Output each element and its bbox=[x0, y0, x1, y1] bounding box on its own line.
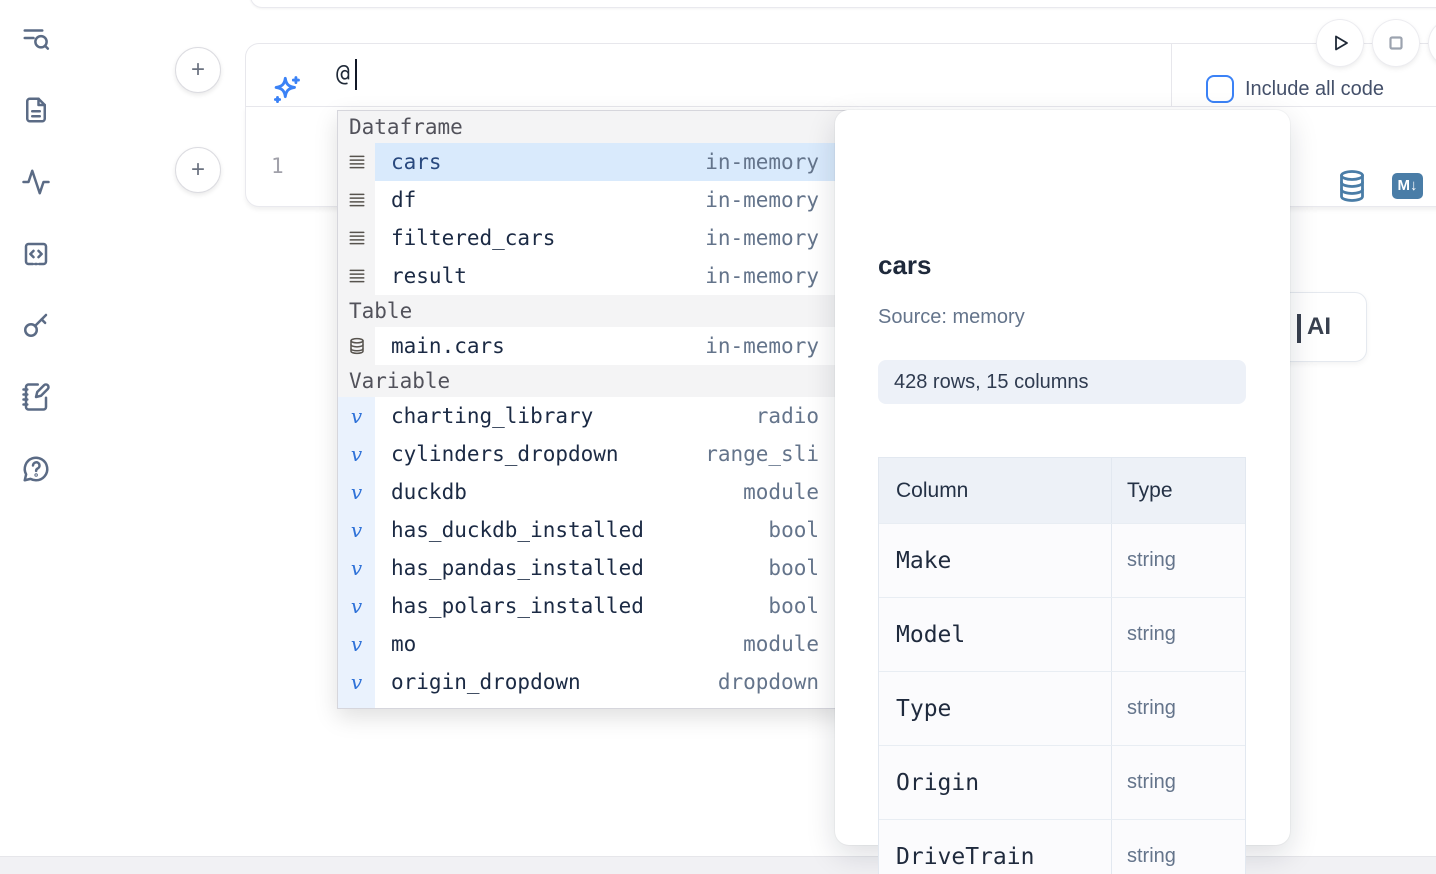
dataframe-rows-icon bbox=[338, 257, 375, 295]
play-icon bbox=[1335, 35, 1348, 51]
stop-icon bbox=[1389, 36, 1403, 50]
text-caret bbox=[355, 59, 357, 90]
sparkles-icon bbox=[273, 76, 300, 104]
autocomplete-item-mo[interactable]: v mo module bbox=[338, 625, 846, 663]
autocomplete-item-origin-dropdown[interactable]: v origin_dropdown dropdown bbox=[338, 663, 846, 701]
sidebar-item-secrets[interactable] bbox=[20, 309, 52, 341]
autocomplete-item-result[interactable]: result in-memory bbox=[338, 257, 846, 295]
autocomplete-item-filtered-cars[interactable]: filtered_cars in-memory bbox=[338, 219, 846, 257]
variable-icon: v bbox=[338, 549, 375, 587]
schema-row-origin: Origin string bbox=[879, 746, 1245, 820]
schema-row-type: Type string bbox=[879, 672, 1245, 746]
dataframe-preview-popup: cars Source: memory 428 rows, 15 columns… bbox=[835, 110, 1290, 874]
code-snippets-icon bbox=[24, 242, 48, 266]
autocomplete-item-has-polars-installed[interactable]: v has_polars_installed bool bbox=[338, 587, 846, 625]
variable-icon: v bbox=[338, 435, 375, 473]
run-cell-button[interactable] bbox=[1317, 20, 1363, 66]
schema-row-drivetrain: DriveTrain string bbox=[879, 820, 1245, 874]
preview-source: Source: memory bbox=[878, 306, 1025, 328]
variable-icon: v bbox=[338, 701, 375, 708]
help-icon bbox=[23, 456, 49, 482]
convert-to-sql-button[interactable] bbox=[1338, 169, 1366, 203]
autocomplete-item-clipped[interactable]: v pd module bbox=[338, 701, 846, 708]
variable-icon: v bbox=[338, 663, 375, 701]
sidebar-item-snippets[interactable] bbox=[20, 238, 52, 270]
preview-title: cars bbox=[878, 250, 932, 280]
sidebar-item-activity[interactable] bbox=[20, 166, 52, 198]
autocomplete-item-main-cars[interactable]: main.cars in-memory bbox=[338, 327, 846, 365]
include-all-code-checkbox[interactable] bbox=[1206, 75, 1234, 103]
section-header-table: Table bbox=[338, 295, 846, 327]
variable-icon: v bbox=[338, 473, 375, 511]
autocomplete-item-cylinders-dropdown[interactable]: v cylinders_dropdown range_sli bbox=[338, 435, 846, 473]
key-icon bbox=[24, 313, 48, 337]
file-text-icon bbox=[26, 97, 46, 123]
sidebar-item-outline-search[interactable] bbox=[20, 22, 52, 54]
stop-button[interactable] bbox=[1373, 20, 1419, 66]
section-header-variable: Variable bbox=[338, 365, 846, 397]
autocomplete-item-cars[interactable]: cars in-memory bbox=[338, 143, 846, 181]
variable-icon: v bbox=[338, 587, 375, 625]
add-cell-above-button[interactable]: + bbox=[175, 47, 221, 93]
schema-table: Column Type Make string Model string Typ… bbox=[878, 457, 1246, 874]
preview-shape-badge: 428 rows, 15 columns bbox=[878, 360, 1246, 404]
dataframe-rows-icon bbox=[338, 143, 375, 181]
add-cell-below-button[interactable]: + bbox=[175, 147, 221, 193]
sidebar-item-files[interactable] bbox=[20, 94, 52, 126]
schema-row-model: Model string bbox=[879, 598, 1245, 672]
sidebar-item-help[interactable] bbox=[20, 453, 52, 485]
schema-row-make: Make string bbox=[879, 524, 1245, 598]
section-header-dataframe: Dataframe bbox=[338, 111, 846, 143]
variable-icon: v bbox=[338, 397, 375, 435]
toc-search-icon bbox=[23, 29, 50, 50]
extra-control-button[interactable] bbox=[1429, 20, 1436, 66]
clipped-letter-fragment bbox=[1297, 314, 1301, 343]
line-number: 1 bbox=[271, 154, 284, 178]
autocomplete-item-charting-library[interactable]: v charting_library radio bbox=[338, 397, 846, 435]
database-icon bbox=[1340, 170, 1364, 202]
scratchpad-icon bbox=[22, 383, 50, 411]
schema-table-header: Column Type bbox=[879, 458, 1245, 524]
sidebar-item-scratchpad[interactable] bbox=[20, 381, 52, 413]
include-all-code-label: Include all code bbox=[1245, 78, 1384, 100]
convert-to-markdown-button[interactable]: M↓ bbox=[1392, 173, 1423, 199]
autocomplete-item-duckdb[interactable]: v duckdb module bbox=[338, 473, 846, 511]
dataframe-rows-icon bbox=[338, 181, 375, 219]
autocomplete-dropdown: Dataframe cars in-memory df in-memory fi… bbox=[337, 110, 847, 709]
ai-prompt-input[interactable]: @ bbox=[336, 61, 350, 87]
dataframe-rows-icon bbox=[338, 219, 375, 257]
autocomplete-item-df[interactable]: df in-memory bbox=[338, 181, 846, 219]
database-icon bbox=[338, 327, 375, 365]
activity-icon bbox=[22, 169, 50, 195]
prompt-divider bbox=[1171, 44, 1172, 106]
variable-icon: v bbox=[338, 511, 375, 549]
variable-icon: v bbox=[338, 625, 375, 663]
previous-cell-bottom-edge bbox=[250, 0, 1436, 8]
ai-prompt-box[interactable]: @ Include all code bbox=[245, 43, 1436, 107]
autocomplete-item-has-duckdb-installed[interactable]: v has_duckdb_installed bool bbox=[338, 511, 846, 549]
autocomplete-item-has-pandas-installed[interactable]: v has_pandas_installed bool bbox=[338, 549, 846, 587]
